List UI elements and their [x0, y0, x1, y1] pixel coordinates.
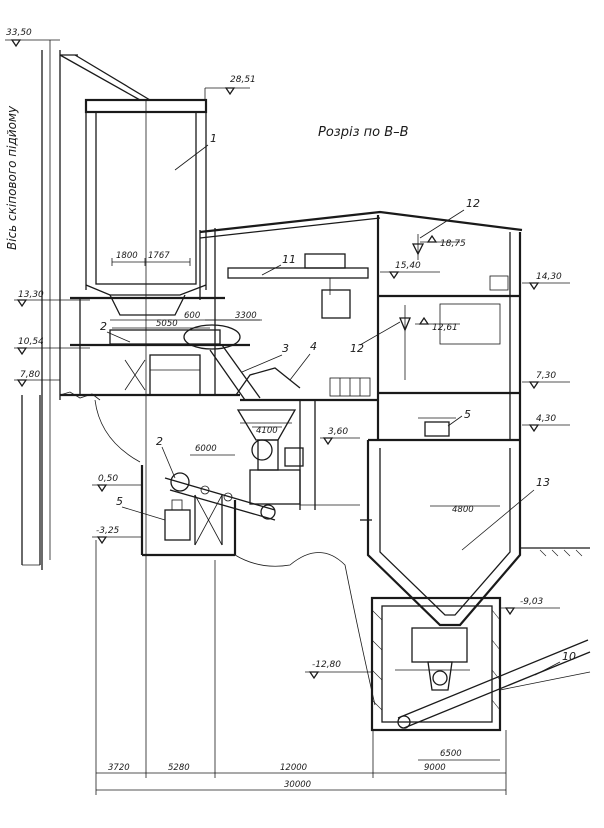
right-building — [199, 210, 523, 510]
dim-600: 600 — [184, 311, 200, 321]
label-10: 10 — [562, 650, 576, 663]
dim-4800: 4800 — [452, 505, 474, 515]
label-4: 4 — [310, 340, 317, 353]
label-5-left: 5 — [116, 495, 123, 508]
level-28-51: 28,51 — [230, 75, 256, 85]
level-12-61: 12,61 — [432, 323, 458, 333]
internal-dimensions — [111, 258, 500, 761]
dim-12000: 12000 — [280, 763, 307, 773]
label-12-lower: 12 — [350, 342, 364, 355]
level-4-30: 4,30 — [536, 414, 556, 424]
level-33-50: 33,50 — [6, 28, 32, 38]
level-3-60: 3,60 — [328, 427, 348, 437]
ground — [59, 391, 590, 706]
dim-4100: 4100 — [256, 426, 278, 436]
level-minus-12-80: -12,80 — [312, 660, 341, 670]
level-14-30: 14,30 — [536, 272, 562, 282]
crusher-chute — [209, 344, 304, 505]
conveyor-lower — [164, 472, 276, 521]
level-15-40: 15,40 — [395, 261, 421, 271]
dim-9000: 9000 — [424, 763, 446, 773]
dim-1767: 1767 — [148, 251, 170, 261]
level-markers — [5, 39, 570, 680]
dim-5050: 5050 — [156, 319, 178, 329]
shaft-axis-label: Вісь скіпового підйому — [5, 105, 19, 250]
level-0-50: 0,50 — [98, 474, 118, 484]
bunker-13 — [366, 417, 522, 627]
label-13: 13 — [536, 476, 550, 489]
dim-6500: 6500 — [440, 749, 462, 759]
dim-5280: 5280 — [168, 763, 190, 773]
dim-3300: 3300 — [235, 311, 257, 321]
level-minus-9-03: -9,03 — [520, 597, 544, 607]
level-13-30: 13,30 — [18, 290, 44, 300]
lower-pit-left — [140, 465, 237, 557]
label-3: 3 — [282, 342, 289, 355]
conveyor-10 — [397, 639, 591, 729]
bottom-dimension-chain — [95, 540, 507, 795]
drawing-title: Розріз по B–B — [318, 125, 409, 140]
dim-30000: 30000 — [284, 780, 311, 790]
label-1: 1 — [210, 132, 217, 145]
dim-6000: 6000 — [195, 444, 217, 454]
label-5-right: 5 — [464, 408, 471, 421]
dim-1800: 1800 — [116, 251, 138, 261]
level-minus-3-25: -3,25 — [96, 526, 120, 536]
bunker-building — [60, 98, 260, 560]
underground-gallery — [370, 596, 502, 732]
level-18-75: 18,75 — [440, 239, 466, 249]
label-12-upper: 12 — [466, 197, 480, 210]
label-2-upper: 2 — [100, 320, 107, 333]
label-2-lower: 2 — [156, 435, 163, 448]
level-10-54: 10,54 — [18, 337, 44, 347]
level-7-30: 7,30 — [536, 371, 556, 381]
dim-3720: 3720 — [108, 763, 130, 773]
level-7-80: 7,80 — [20, 370, 40, 380]
label-11: 11 — [282, 253, 296, 266]
